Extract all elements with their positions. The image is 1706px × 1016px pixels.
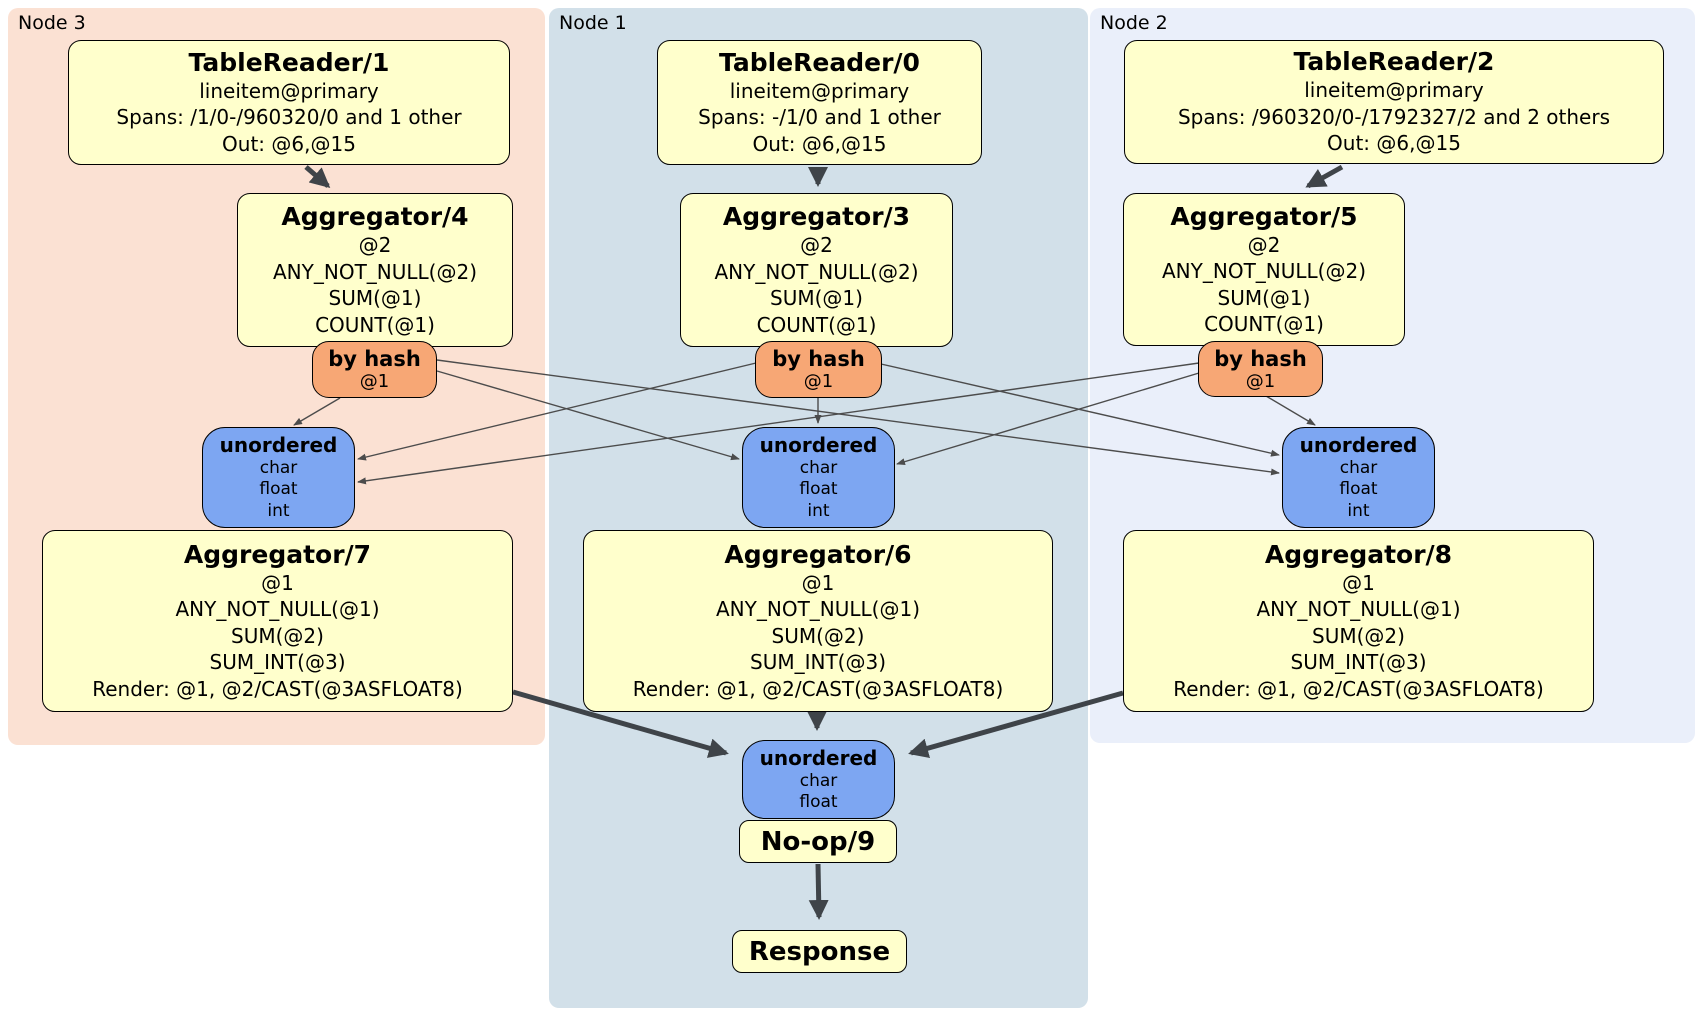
noop-9-node: No-op/9 — [739, 820, 897, 863]
node-title: TableReader/2 — [1293, 47, 1495, 77]
edge-bh4-u7 — [293, 397, 341, 426]
tablereader-0-node: TableReader/0 lineitem@primary Spans: -/… — [657, 40, 982, 165]
aggregator-4-node: Aggregator/4 @2 ANY_NOT_NULL(@2) SUM(@1)… — [237, 193, 513, 347]
edge-bh5-u7 — [357, 362, 1200, 485]
edge-bh5-u6 — [896, 372, 1200, 466]
edge-bh3-u7 — [357, 362, 757, 461]
node-title: TableReader/1 — [188, 47, 390, 77]
edge-agg7-u9 — [512, 689, 729, 758]
aggregator-5-node: Aggregator/5 @2 ANY_NOT_NULL(@2) SUM(@1)… — [1123, 193, 1405, 346]
aggregator-6-node: Aggregator/6 @1 ANY_NOT_NULL(@1) SUM(@2)… — [583, 530, 1053, 712]
unordered-sync-8: unordered char float int — [1282, 427, 1435, 528]
aggregator-7-node: Aggregator/7 @1 ANY_NOT_NULL(@1) SUM(@2)… — [42, 530, 513, 712]
node-title: Aggregator/5 — [1170, 201, 1358, 231]
tablereader-2-node: TableReader/2 lineitem@primary Spans: /9… — [1124, 40, 1664, 164]
node-title: Aggregator/7 — [183, 539, 372, 569]
panel-node-2-label: Node 2 — [1100, 12, 1168, 34]
edge-bh4-u6 — [436, 370, 740, 461]
edge-tr1-agg4 — [304, 165, 331, 188]
edge-bh4-u8 — [436, 359, 1280, 476]
edge-noop-response — [808, 863, 829, 920]
hash-router-3: by hash @1 — [755, 341, 882, 398]
hash-router-4: by hash @1 — [312, 341, 437, 398]
aggregator-3-node: Aggregator/3 @2 ANY_NOT_NULL(@2) SUM(@1)… — [680, 193, 953, 347]
node-title: Aggregator/4 — [281, 202, 469, 231]
node-title: Aggregator/3 — [722, 202, 911, 231]
node-title: Aggregator/6 — [724, 539, 912, 569]
unordered-sync-6: unordered char float int — [742, 427, 895, 528]
edge-agg8-u9 — [908, 690, 1124, 758]
hash-router-5: by hash @1 — [1198, 341, 1323, 397]
edge-tr2-agg5 — [1305, 164, 1344, 189]
unordered-sync-final: unordered char float — [742, 740, 895, 819]
aggregator-8-node: Aggregator/8 @1 ANY_NOT_NULL(@1) SUM(@2)… — [1123, 530, 1594, 712]
node-title: TableReader/0 — [719, 47, 920, 77]
panel-node-1-label: Node 1 — [559, 12, 627, 34]
tablereader-1-node: TableReader/1 lineitem@primary Spans: /1… — [68, 40, 510, 165]
response-node: Response — [732, 930, 907, 973]
unordered-sync-7: unordered char float int — [202, 427, 355, 528]
panel-node-3-label: Node 3 — [18, 12, 86, 34]
node-title: Aggregator/8 — [1264, 539, 1453, 569]
edge-bh5-u8 — [1265, 395, 1316, 426]
